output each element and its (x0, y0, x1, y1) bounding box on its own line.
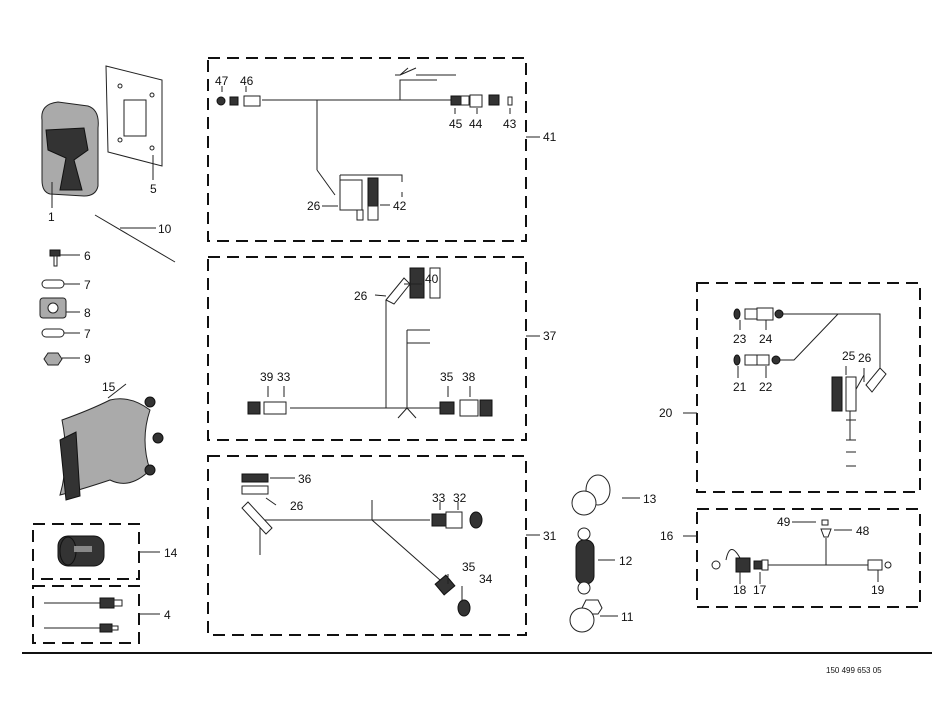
washer-part-7 (41, 279, 65, 289)
callout-14: 14 (164, 546, 178, 560)
callout-42: 42 (393, 199, 407, 213)
callout-49: 49 (777, 515, 791, 529)
callout-37: 37 (543, 329, 557, 343)
callout-24: 24 (759, 332, 773, 346)
usb-cable-part-4 (44, 597, 123, 633)
callout-16: 16 (660, 529, 674, 543)
callout-13: 13 (643, 492, 657, 506)
callout-22: 22 (759, 380, 773, 394)
x-grip-part-15 (59, 396, 164, 501)
callout-8: 8 (84, 306, 91, 320)
callout-32: 32 (453, 491, 467, 505)
callout-10: 10 (158, 222, 172, 236)
harness-20 (733, 307, 887, 467)
callout-4: 4 (164, 608, 171, 622)
callout-26-b: 26 (354, 289, 368, 303)
callout-5: 5 (150, 182, 157, 196)
car-charger-part-14 (57, 535, 105, 567)
callout-1: 1 (48, 210, 55, 224)
callout-26-c: 26 (290, 499, 304, 513)
callout-12: 12 (619, 554, 633, 568)
screw-part-6 (49, 249, 61, 267)
double-socket-arm-part-12 (575, 527, 595, 595)
assembly-box-20 (696, 282, 921, 493)
mounting-plate-part-5 (105, 65, 163, 167)
callout-46: 46 (240, 74, 254, 88)
callout-26-d: 26 (858, 351, 872, 365)
leader-lines (51, 86, 879, 617)
callout-44: 44 (469, 117, 483, 131)
callout-41: 41 (543, 130, 557, 144)
callout-47: 47 (215, 74, 229, 88)
callout-17: 17 (753, 583, 767, 597)
callout-35-b: 35 (462, 560, 476, 574)
clamp-part-8 (39, 297, 67, 319)
assembly-box-16 (696, 508, 921, 608)
harness-16 (711, 519, 892, 573)
callout-40: 40 (425, 272, 439, 286)
callout-7b: 7 (84, 327, 91, 341)
callout-38: 38 (462, 370, 476, 384)
ball-part-11 (569, 599, 603, 633)
tablet-holder-part-1 (41, 101, 99, 197)
callout-45: 45 (449, 117, 463, 131)
callout-20: 20 (659, 406, 673, 420)
callout-21: 21 (733, 380, 747, 394)
callout-labels: 1 5 10 6 7 8 7 9 15 14 4 13 12 11 47 46 … (48, 74, 885, 624)
callout-18: 18 (733, 583, 747, 597)
callout-26-a: 26 (307, 199, 321, 213)
assembly-box-31 (207, 455, 527, 636)
callout-9: 9 (84, 352, 91, 366)
callout-11: 11 (621, 610, 634, 624)
callout-33-a: 33 (277, 370, 291, 384)
callout-33-b: 33 (432, 491, 446, 505)
washer-part-7b (41, 328, 65, 338)
drawing-number: 150 499 653 05 (826, 666, 882, 675)
harness-31 (241, 473, 483, 617)
assembly-box-4 (32, 585, 140, 644)
callout-19: 19 (871, 583, 885, 597)
assembly-box-41 (207, 57, 527, 242)
assembly-box-37 (207, 256, 527, 441)
callout-34: 34 (479, 572, 493, 586)
callout-35-a: 35 (440, 370, 454, 384)
harness-41 (216, 67, 513, 221)
callout-48: 48 (856, 524, 870, 538)
callout-7: 7 (84, 278, 91, 292)
ball-base-part-13 (571, 474, 611, 516)
callout-36: 36 (298, 472, 312, 486)
callout-43: 43 (503, 117, 517, 131)
cable-tie-part-10 (94, 214, 176, 263)
callout-31: 31 (543, 529, 557, 543)
nut-part-9 (43, 352, 63, 366)
callout-39: 39 (260, 370, 274, 384)
callout-23: 23 (733, 332, 747, 346)
harness-37 (247, 267, 493, 419)
callout-15: 15 (102, 380, 116, 394)
callout-6: 6 (84, 249, 91, 263)
callout-25: 25 (842, 349, 856, 363)
